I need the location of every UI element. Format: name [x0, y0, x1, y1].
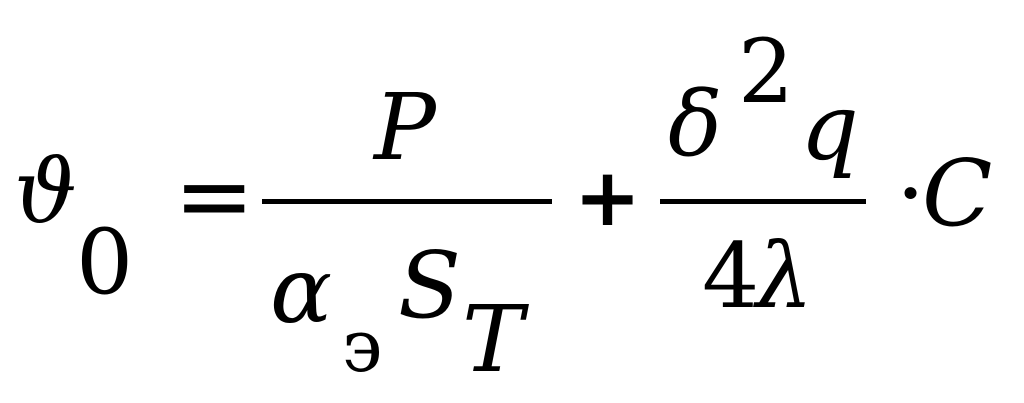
variable-q: q	[800, 74, 859, 181]
delta-exponent: 2	[738, 20, 794, 123]
fraction-bar-2	[660, 199, 866, 204]
factor-c: C	[922, 140, 993, 247]
delta-symbol: δ	[668, 72, 723, 177]
multiplication-dot: ·	[896, 140, 926, 247]
area-s: S	[398, 232, 462, 339]
numerator-p: P	[374, 74, 436, 181]
lambda-symbol: λ	[756, 224, 814, 329]
plus-sign: +	[574, 151, 642, 244]
alpha-symbol: α	[270, 237, 333, 344]
fraction-bar-1	[262, 199, 552, 204]
alpha-subscript: э	[342, 304, 383, 388]
theta-subscript: 0	[76, 210, 134, 315]
denominator-coefficient: 4	[702, 224, 760, 329]
equals-sign: =	[174, 140, 255, 252]
area-subscript-t: T	[462, 286, 524, 393]
theta-symbol: ϑ	[14, 140, 77, 243]
